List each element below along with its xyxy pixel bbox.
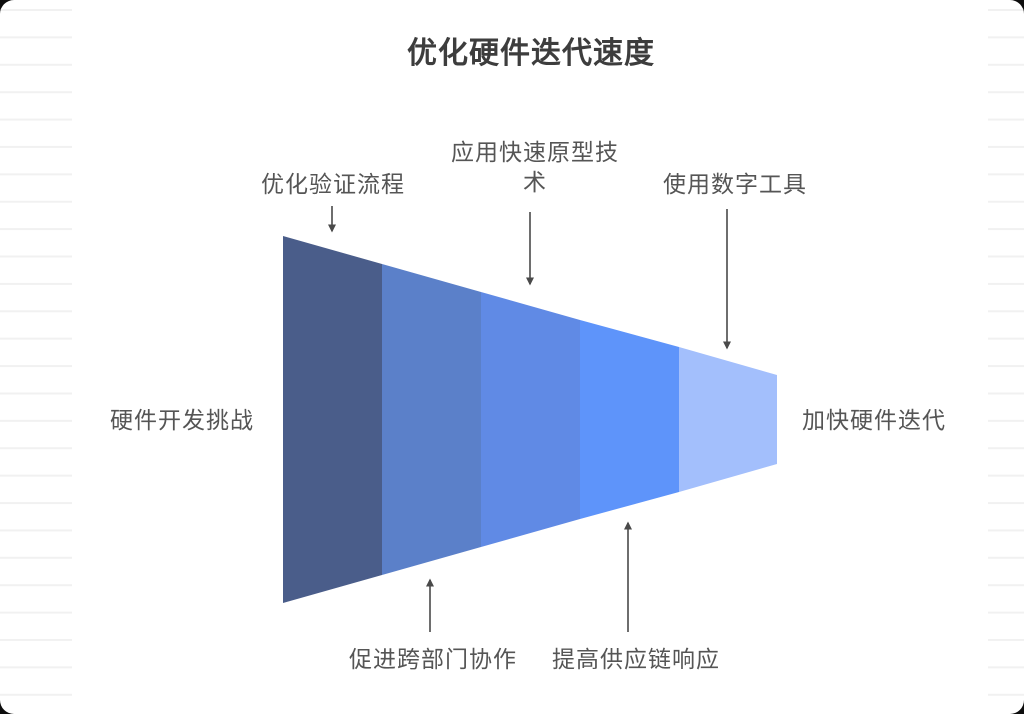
stage-3-label: 应用快速原型技术 — [451, 140, 619, 197]
funnel-stage-4 — [580, 320, 679, 519]
stage-4-label: 提高供应链响应 — [552, 647, 720, 673]
ruled-lines-right-margin — [988, 0, 1024, 714]
funnel-body — [283, 236, 777, 603]
ruled-lines-left-margin — [0, 0, 72, 714]
stage-5-label: 使用数字工具 — [663, 172, 807, 198]
funnel-stage-1 — [283, 236, 382, 603]
diagram-title: 优化硬件迭代速度 — [407, 36, 655, 71]
stage-1-label: 优化验证流程 — [261, 172, 405, 198]
stage-2-label: 促进跨部门协作 — [349, 647, 517, 673]
funnel-stage-2 — [382, 264, 481, 575]
funnel-output-label: 加快硬件迭代 — [802, 407, 946, 434]
connector-arrows — [328, 206, 731, 632]
funnel-stage-5 — [679, 347, 777, 492]
funnel-input-label: 硬件开发挑战 — [110, 407, 254, 434]
funnel-stage-3 — [481, 292, 580, 547]
